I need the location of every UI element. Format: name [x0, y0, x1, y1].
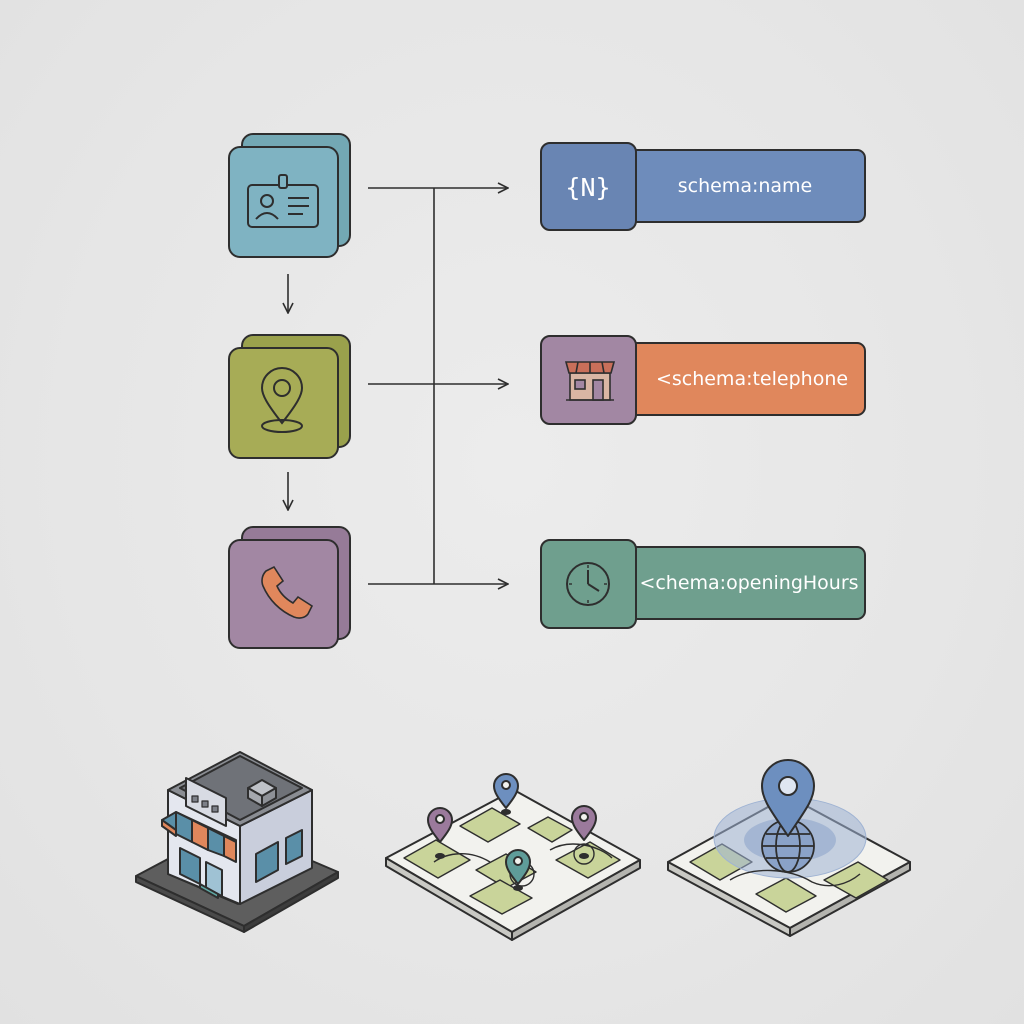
source-card-phone — [228, 526, 351, 649]
source-card-id-front — [228, 146, 339, 258]
schema-field-hours-label: <chema:openingHours — [639, 572, 858, 594]
map-pin-large-blue — [761, 759, 815, 837]
schema-field-name-label: schema:name — [678, 175, 813, 197]
schema-field-telephone-label: <schema:telephone — [656, 368, 848, 390]
map-pin-purple-right — [571, 805, 597, 859]
phone-icon — [261, 565, 314, 619]
source-card-location — [228, 334, 351, 459]
map-pin-blue — [493, 773, 519, 815]
schema-field-telephone: <schema:telephone — [540, 335, 866, 425]
local-map-pins-icon — [385, 773, 641, 941]
schema-field-name-icon-box — [540, 142, 637, 231]
map-pin-icon — [260, 367, 304, 433]
map-location-globe-icon — [667, 759, 911, 937]
source-card-phone-front — [228, 539, 339, 649]
source-card-location-front — [228, 347, 339, 459]
name-token-icon: {N} — [565, 173, 610, 202]
map-pin-purple-left — [427, 807, 453, 859]
storefront-building-icon — [135, 751, 339, 933]
map-pin-teal — [505, 849, 531, 891]
source-card-id — [228, 133, 351, 258]
schema-field-name: {N} schema:name — [540, 142, 866, 231]
schema-field-opening-hours: <chema:openingHours — [540, 539, 866, 629]
storefront-icon — [564, 361, 616, 401]
id-card-icon — [247, 174, 319, 228]
clock-icon — [566, 562, 610, 606]
